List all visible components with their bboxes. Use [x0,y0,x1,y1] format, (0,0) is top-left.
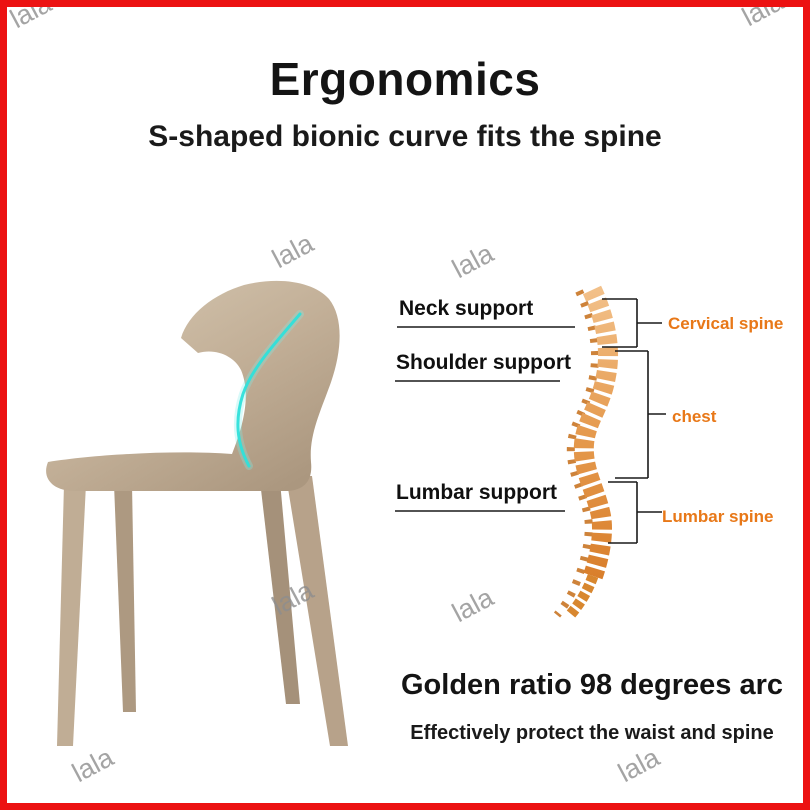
annotation-lines [395,298,666,544]
footer-subheadline: Effectively protect the waist and spine [410,722,774,744]
chair-illustration [46,280,348,746]
footer-headline: Golden ratio 98 degrees arc [401,669,783,701]
watermark: lala [737,0,789,33]
label-neck-support: Neck support [399,297,534,320]
label-cervical-spine: Cervical spine [668,314,784,333]
watermark: lala [5,0,57,35]
label-shoulder-support: Shoulder support [396,351,571,374]
watermark: lala [267,227,319,275]
subtitle: S-shaped bionic curve fits the spine [148,120,662,153]
label-chest: chest [672,407,717,426]
watermark: lala [613,741,665,789]
page-title: Ergonomics [269,53,541,105]
s-curve-highlight [233,310,304,470]
watermark: lala [447,237,499,285]
label-lumbar-support: Lumbar support [396,481,557,504]
spine-illustration [553,285,618,618]
label-lumbar-spine: Lumbar spine [662,507,774,526]
